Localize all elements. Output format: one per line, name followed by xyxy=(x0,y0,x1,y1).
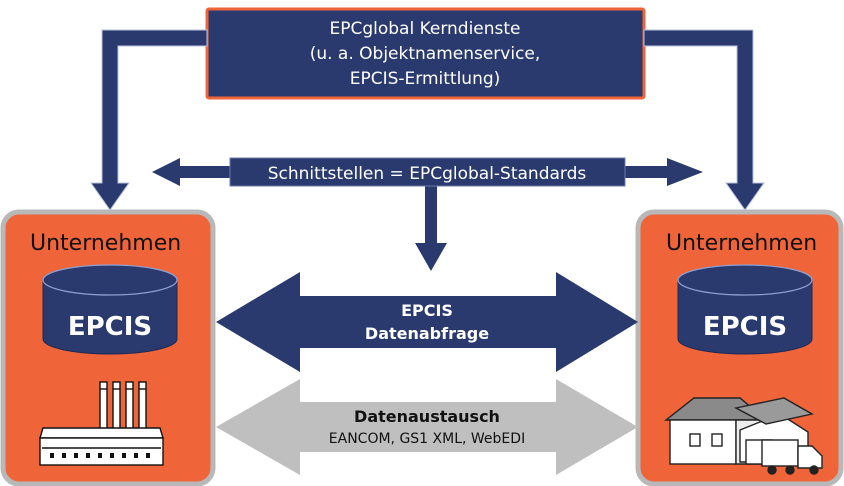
warehouse-truck-icon xyxy=(663,397,823,475)
epcis-query-line2: Datenabfrage xyxy=(365,324,489,343)
interfaces-label-box: Schnittstellen = EPCglobal-Standards xyxy=(229,157,626,187)
epcis-label-right: EPCIS xyxy=(703,312,787,342)
core-services-line3: EPCIS-Ermittlung) xyxy=(350,69,501,89)
company-box-right: Unternehmen EPCIS xyxy=(635,209,844,486)
interfaces-label: Schnittstellen = EPCglobal-Standards xyxy=(268,164,587,184)
data-exchange-subtitle: EANCOM, GS1 XML, WebEDI xyxy=(329,431,525,447)
company-left-title: Unternehmen xyxy=(30,231,181,256)
core-to-right-arrow xyxy=(643,29,765,211)
data-exchange-title: Datenaustausch xyxy=(354,407,500,426)
core-services-line1: EPCglobal Kerndienste xyxy=(329,19,520,39)
company-right-title: Unternehmen xyxy=(666,231,817,256)
company-box-left: Unternehmen EPCIS xyxy=(0,209,216,486)
core-services-box: EPCglobal Kerndienste (u. a. Objektnamen… xyxy=(205,7,646,100)
database-icon-right xyxy=(677,264,813,355)
epcis-label-left: EPCIS xyxy=(68,312,152,342)
epcis-query-arrow: EPCIS Datenabfrage xyxy=(216,272,638,372)
factory-icon xyxy=(39,381,164,466)
database-icon-left xyxy=(42,264,178,355)
data-exchange-arrow: Datenaustausch EANCOM, GS1 XML, WebEDI xyxy=(216,379,638,475)
epcis-query-line1: EPCIS xyxy=(401,301,453,320)
core-to-left-arrow xyxy=(90,29,208,211)
core-services-line2: (u. a. Objektnamenservice, xyxy=(310,44,541,64)
